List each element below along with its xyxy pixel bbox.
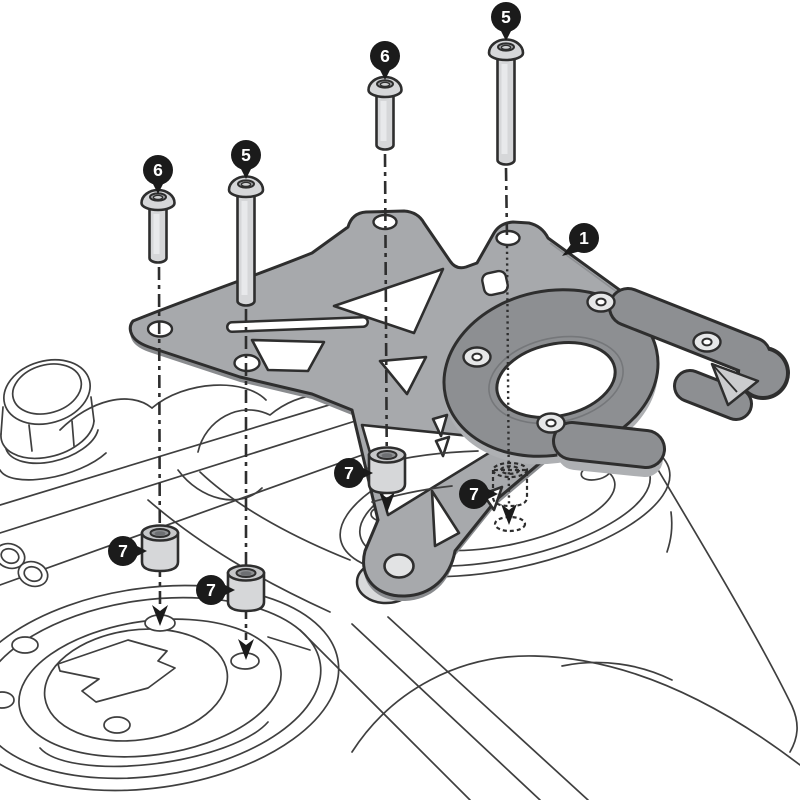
flange-bolt-hole	[0, 691, 15, 709]
rivet	[586, 291, 616, 313]
down-arrow	[152, 605, 168, 626]
spacers	[140, 446, 529, 613]
guide-line-hidden	[505, 245, 511, 506]
ring-opening	[495, 341, 617, 419]
ring-foot	[555, 424, 663, 466]
spacer-c	[367, 446, 407, 495]
fuel-cap-sketch	[0, 584, 340, 792]
screw-long-left	[227, 175, 265, 307]
callout-screw-short-left: 6	[143, 155, 173, 194]
plate-slot	[228, 318, 367, 331]
rivet	[462, 346, 492, 368]
down-arrow	[238, 639, 254, 660]
guide-line-top-right	[504, 167, 509, 239]
tanklock-ring	[442, 269, 790, 477]
callout-label: 7	[469, 484, 479, 504]
stem-nut-sketch	[0, 358, 107, 481]
rivet	[536, 412, 566, 434]
down-arrow	[379, 492, 395, 513]
callout-label: 7	[118, 541, 128, 561]
plate-cutout-triangle	[332, 267, 445, 335]
spacer-a	[140, 524, 180, 573]
plate-arm-cutout	[430, 489, 461, 548]
guide-line-top-mid	[383, 153, 389, 495]
callout-spacer-lower: 7	[196, 575, 235, 605]
plate-cutout-triangle-right	[378, 355, 428, 396]
cap-latch-sketch	[57, 639, 176, 703]
hidden-target-hole	[493, 515, 527, 533]
flange-bolt-hole	[11, 636, 39, 654]
screw-short-top	[367, 75, 403, 151]
callout-screw-long-right: 5	[491, 2, 521, 41]
callout-label: 7	[206, 580, 216, 600]
surround-arc-through-gap	[371, 485, 453, 503]
plate-small-cutout	[434, 435, 451, 458]
plate-pivot-hole	[383, 553, 415, 579]
ring-lock-wedge	[710, 362, 760, 407]
callout-screw-long-left: 5	[231, 140, 261, 179]
callout-spacer-hidden: 7	[459, 479, 498, 509]
plate-small-cutout	[431, 413, 449, 438]
spacer-b	[226, 564, 266, 613]
screws	[140, 38, 525, 307]
callout-label: 1	[579, 228, 589, 248]
callout-label: 5	[241, 145, 251, 165]
ring-rivets	[462, 291, 722, 434]
callout-spacer-center: 7	[334, 458, 373, 488]
tank-outline-sketch	[299, 447, 800, 800]
callout-screw-short-top: 6	[370, 41, 400, 80]
ring-wedge-edge	[711, 363, 738, 393]
down-arrow	[501, 504, 517, 525]
callout-label: 7	[344, 463, 354, 483]
handlebar-tubes-sketch	[0, 397, 391, 588]
callout-label: 6	[153, 160, 163, 180]
callout-label: 5	[501, 7, 511, 27]
rivet	[692, 331, 722, 353]
flange-bolt-hole	[103, 716, 131, 734]
callout-label: 6	[380, 46, 390, 66]
callout-spacer-left: 7	[108, 536, 147, 566]
screw-long-right	[487, 38, 525, 166]
ring-arm	[611, 290, 769, 373]
callouts: 5 6 6 5 1 7 7	[108, 2, 599, 605]
plate-cutout-trapezoid	[250, 338, 326, 373]
ring-top-notch	[481, 269, 509, 297]
callout-plate-assembly: 1	[562, 223, 599, 256]
screw-short-left	[140, 188, 176, 264]
spacer-d-hidden	[491, 461, 529, 508]
